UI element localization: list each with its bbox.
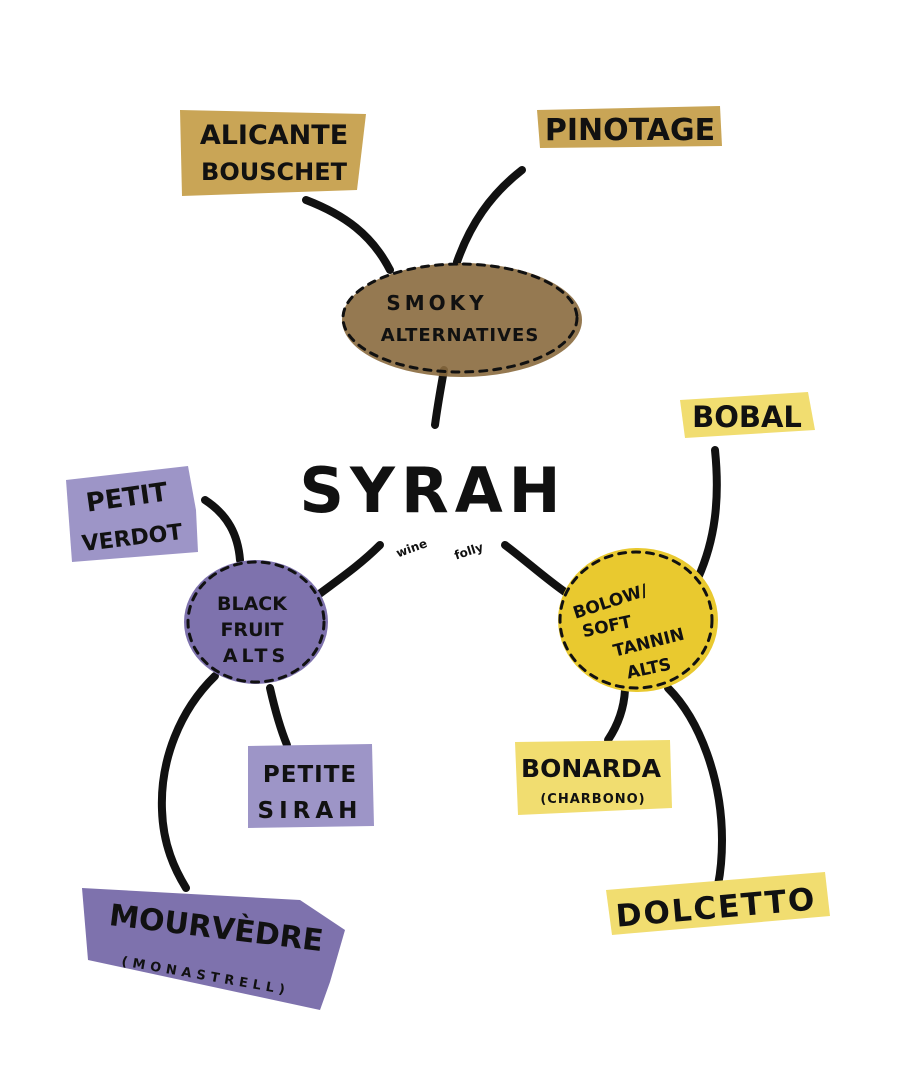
petite-sirah-label-line-2: SIRAH xyxy=(258,798,363,824)
alicante-tag-background xyxy=(180,110,366,196)
pinotage-label: PINOTAGE xyxy=(545,113,715,148)
line-alicante-smoky xyxy=(302,196,394,274)
line-black-mourvedre xyxy=(157,672,219,892)
alicante-label-line-1: ALICANTE xyxy=(200,120,348,151)
smoky-label-line-1: SMOKY xyxy=(386,291,487,315)
smoky-label-line-2: ALTERNATIVES xyxy=(381,325,540,346)
tag-alicante-bouschet: ALICANTE BOUSCHET xyxy=(180,110,366,196)
tag-petite-sirah: PETITE SIRAH xyxy=(248,744,374,828)
group-bolow-soft-tannin-alts: BOLOW/ SOFT TANNIN ALTS xyxy=(558,548,718,692)
tag-bonarda: BONARDA (CHARBONO) xyxy=(515,740,672,815)
smoky-blob xyxy=(342,263,582,377)
credit-line-1: wine xyxy=(394,536,429,560)
petit-verdot-tag-background xyxy=(66,466,198,562)
bonarda-label-line-1: BONARDA xyxy=(521,754,662,783)
black-fruit-dashed-outline xyxy=(186,560,326,684)
line-verdot-black xyxy=(201,496,244,564)
bonarda-tag-background xyxy=(515,740,672,815)
tag-pinotage: PINOTAGE xyxy=(537,106,722,148)
tag-bobal: BOBAL xyxy=(680,392,815,438)
line-syrah-black xyxy=(314,541,384,599)
black-fruit-label-line-3: ALTS xyxy=(223,645,289,667)
mourvedre-tag-background xyxy=(82,888,345,1010)
line-syrah-bolow xyxy=(501,541,569,596)
line-pinotage-smoky xyxy=(453,166,526,266)
black-fruit-label-line-2: FRUIT xyxy=(220,619,283,641)
tag-dolcetto: DOLCETTO xyxy=(606,872,830,935)
bonarda-label-line-2: (CHARBONO) xyxy=(540,792,645,807)
line-black-petite xyxy=(266,684,291,749)
black-fruit-label-line-1: BLACK xyxy=(217,593,288,615)
petite-sirah-tag-background xyxy=(248,744,374,828)
dolcetto-tag-background xyxy=(606,872,830,935)
petite-sirah-label-line-1: PETITE xyxy=(263,762,357,788)
group-black-fruit-alts: BLACK FRUIT ALTS xyxy=(184,560,328,684)
line-bobal-bolow xyxy=(694,446,721,582)
line-smoky-syrah xyxy=(431,366,448,429)
line-bolow-dolcetto xyxy=(664,684,726,889)
center-title: SYRAH xyxy=(299,454,566,527)
bolow-dashed-outline xyxy=(558,550,714,690)
bolow-blob xyxy=(558,548,718,692)
black-fruit-blob xyxy=(184,560,328,684)
pinotage-tag-background xyxy=(537,106,722,148)
bobal-tag-background xyxy=(680,392,815,438)
bobal-label: BOBAL xyxy=(692,400,802,434)
alicante-label-line-2: BOUSCHET xyxy=(201,158,348,186)
tag-mourvedre: MOURVÈDRE (MONASTRELL) xyxy=(82,888,345,1010)
line-bolow-bonarda xyxy=(604,686,629,744)
group-smoky-alternatives: SMOKY ALTERNATIVES xyxy=(341,262,582,377)
syrah-center: SYRAH wine folly xyxy=(299,454,566,562)
credit-line-2: folly xyxy=(453,540,486,562)
tag-petit-verdot: PETIT VERDOT xyxy=(66,466,198,562)
smoky-dashed-outline xyxy=(341,262,579,374)
